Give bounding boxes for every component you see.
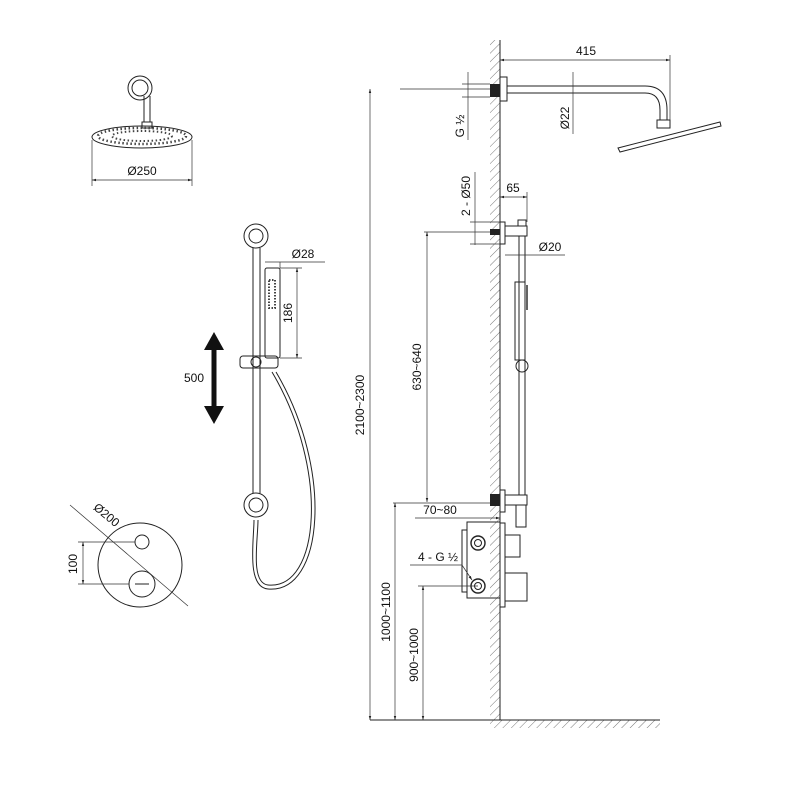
label-plate-diameter: Ø200	[91, 500, 123, 530]
label-slide-range: 500	[184, 371, 204, 385]
label-valve-depth: 70~80	[423, 503, 457, 517]
label-wall-thread: G ½	[453, 115, 467, 138]
label-outlet-height: 1000~1100	[379, 582, 393, 642]
dimension-handshower-length: 186	[280, 267, 302, 359]
dimension-valve-depth: 70~80	[415, 503, 500, 520]
dimension-wall-thread: G ½	[453, 72, 490, 140]
dimension-bracket-diameter: 2 - Ø50	[459, 172, 500, 245]
rain-head-front: Ø250	[91, 75, 193, 186]
label-bracket-diameter: 2 - Ø50	[459, 176, 473, 216]
label-bracket-depth: 65	[506, 181, 520, 195]
shower-arm-side	[400, 76, 722, 153]
label-knob-spacing: 100	[66, 554, 80, 574]
dimension-handshower-diameter: Ø28	[265, 247, 325, 268]
dimension-arm-diameter: Ø22	[558, 72, 574, 134]
dimension-valve-height: 900~1000	[407, 585, 478, 720]
dimension-rail-diameter: Ø20	[505, 240, 565, 256]
label-rail-height: 630~640	[410, 343, 424, 390]
label-head-diameter: Ø250	[127, 164, 157, 178]
dimension-outlet-height: 1000~1100	[379, 503, 397, 720]
dimension-arm-length: 415	[500, 44, 671, 120]
label-valve-connections: 4 - G ½	[418, 550, 458, 564]
label-handshower-diameter: Ø28	[292, 247, 315, 261]
label-rail-diameter: Ø20	[539, 240, 562, 254]
label-total-height: 2100~2300	[353, 374, 367, 435]
valve-plate-front: Ø200 100	[66, 500, 189, 608]
slide-rail-front	[239, 223, 316, 590]
valve-side	[461, 521, 528, 608]
dimension-bracket-depth: 65	[500, 181, 528, 222]
label-valve-height: 900~1000	[407, 628, 421, 682]
dimension-rail-height: 630~640	[393, 231, 490, 504]
label-arm-length: 415	[576, 44, 596, 58]
label-arm-diameter: Ø22	[558, 106, 572, 129]
slide-rail-side	[490, 219, 529, 528]
annotation-valve-connections: 4 - G ½	[410, 550, 473, 581]
slide-range-arrow: 500	[184, 332, 224, 424]
dimension-total-height: 2100~2300	[353, 89, 372, 720]
label-handshower-length: 186	[281, 303, 295, 323]
